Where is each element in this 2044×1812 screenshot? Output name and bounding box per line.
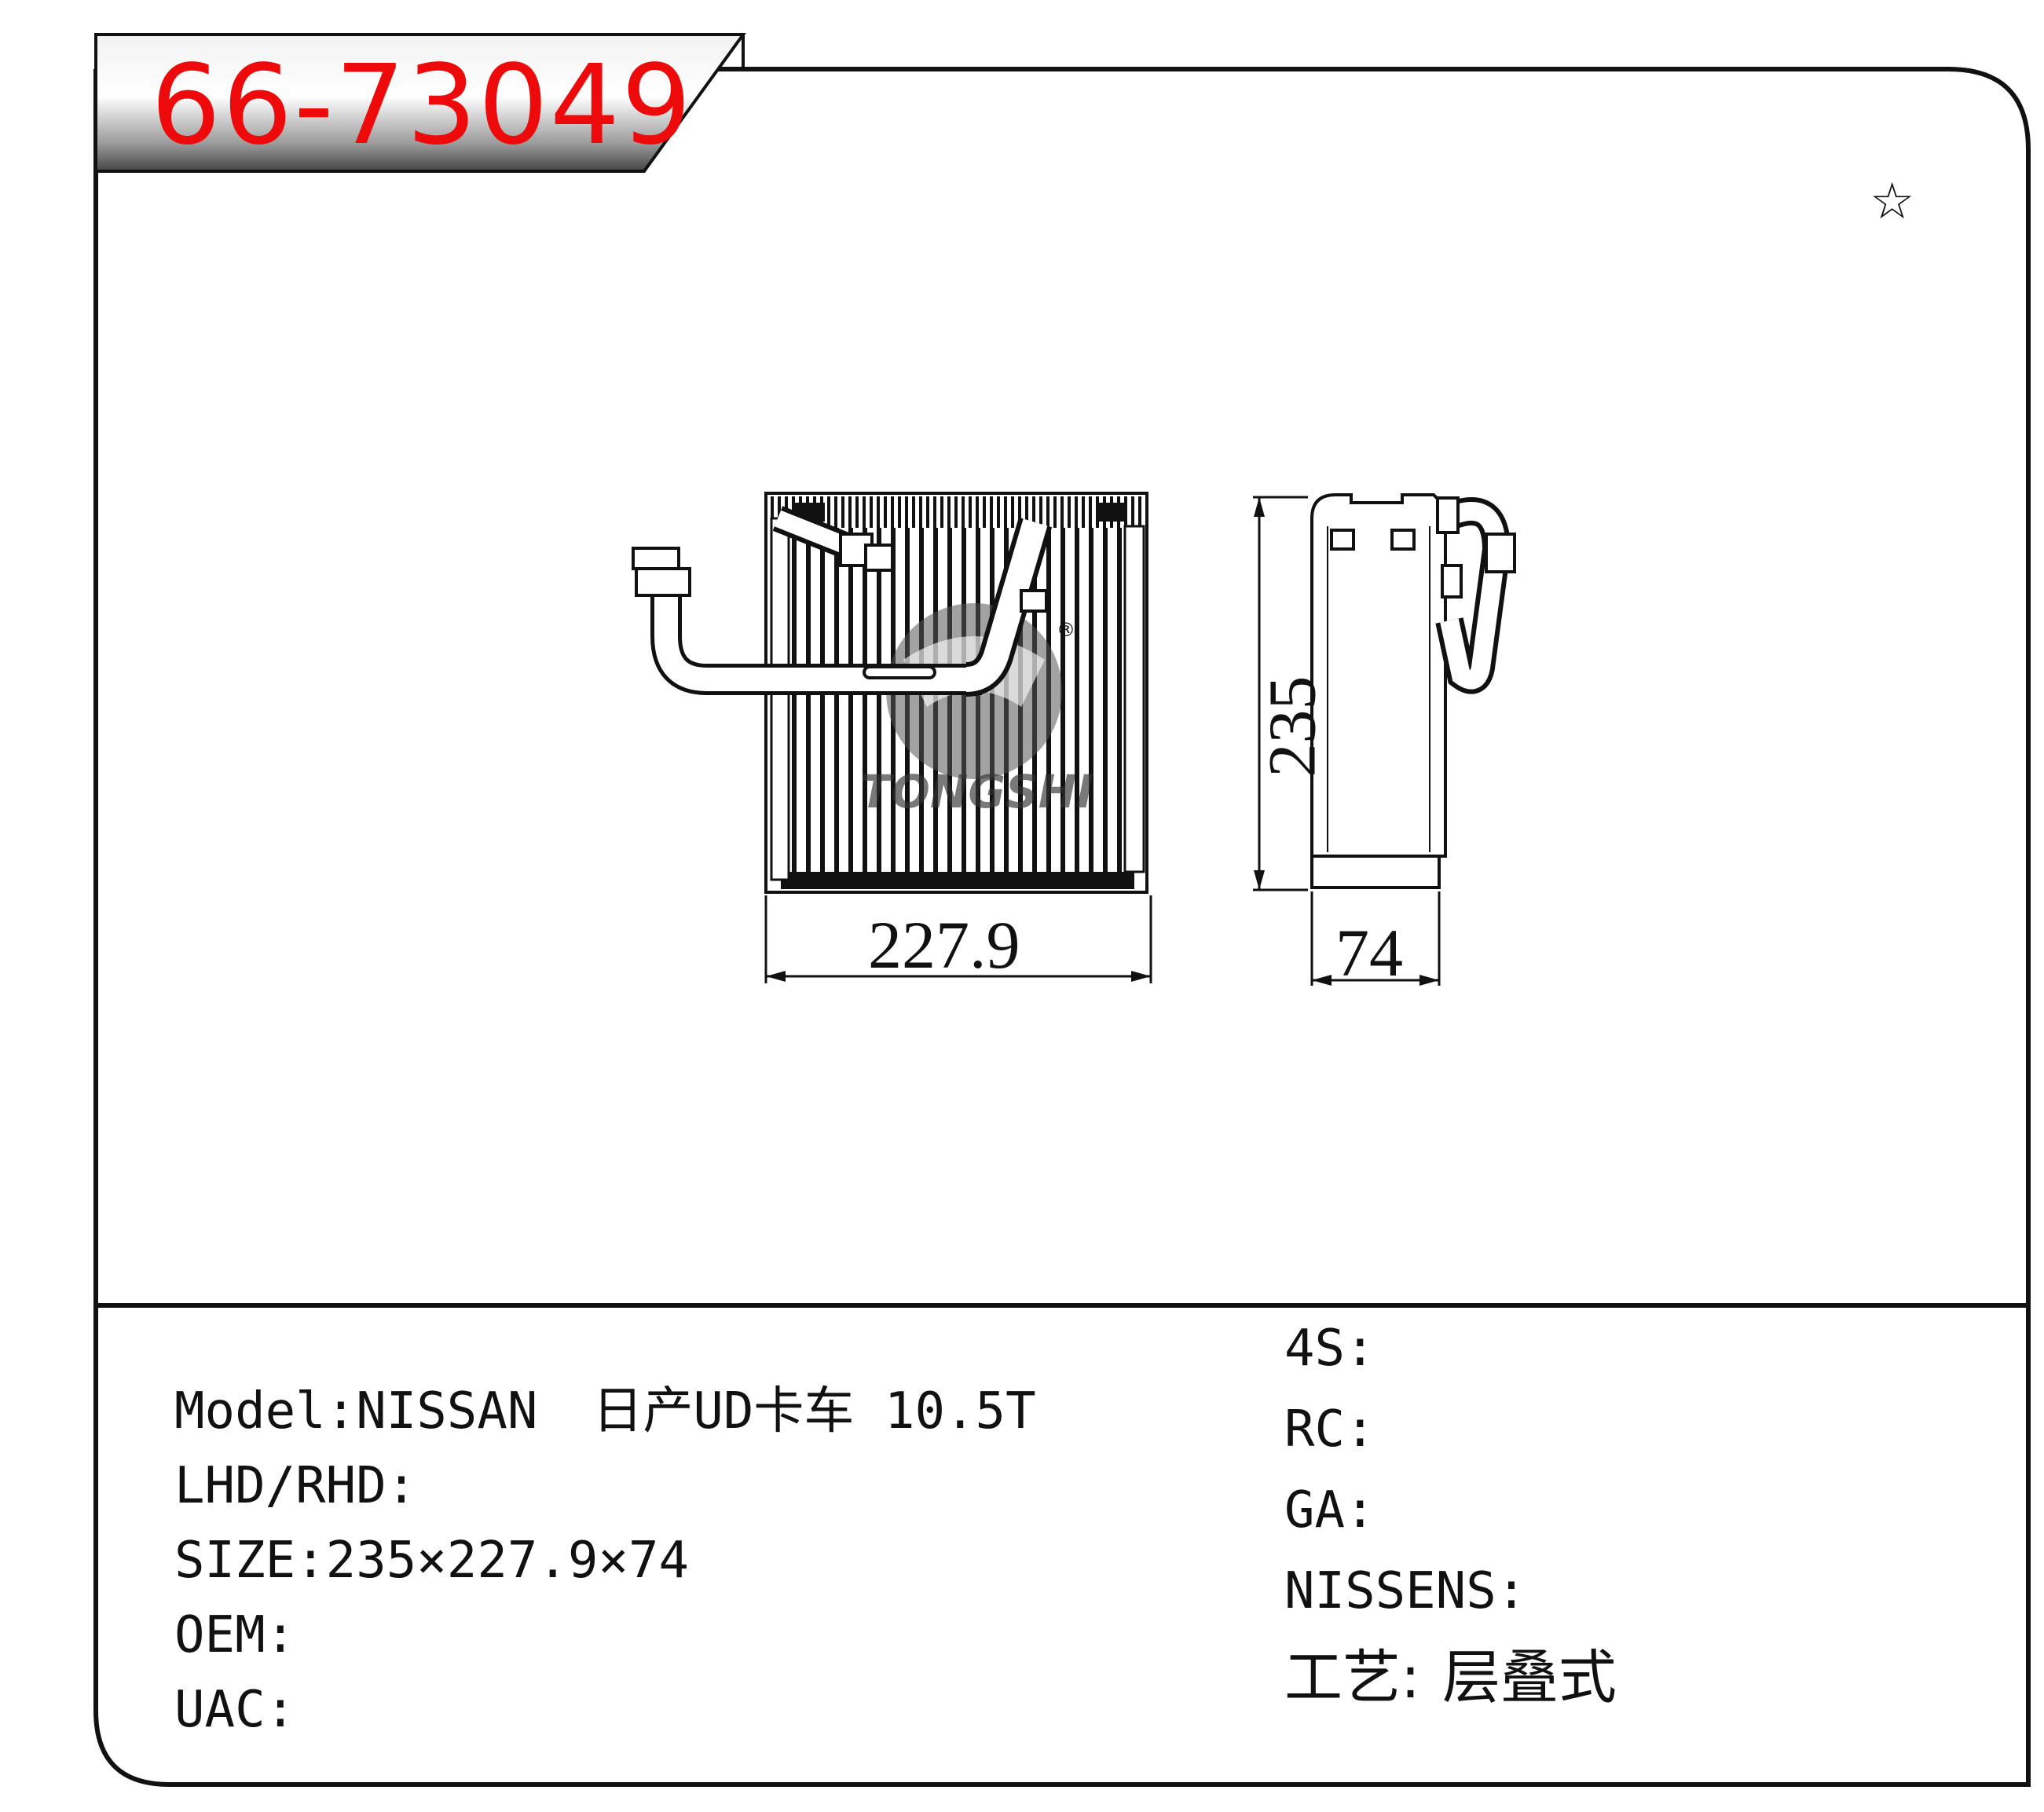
spec-rc-label: RC: xyxy=(1284,1400,1375,1459)
spec-size: SIZE:235×227.9×74 xyxy=(174,1533,689,1588)
depth-dimension xyxy=(1310,891,1441,986)
spec-hand-label: LHD/RHD: xyxy=(174,1457,417,1515)
watermark-logo-text: TONGSHI xyxy=(860,765,1093,818)
spec-model-desc: 日产UD卡车 10.5T xyxy=(592,1382,1036,1440)
spec-uac-label: UAC: xyxy=(174,1681,296,1739)
width-dimension-label: 227.9 xyxy=(868,907,1020,983)
spec-4s-label: 4S: xyxy=(1284,1320,1375,1378)
spec-uac: UAC: xyxy=(174,1682,295,1737)
part-number: 66-73049 xyxy=(151,42,694,170)
spec-model-label: Model: xyxy=(174,1382,357,1440)
title-tab xyxy=(94,33,746,173)
spec-nissens: NISSENS: xyxy=(1284,1564,1526,1619)
star-icon: ☆ xyxy=(1870,173,1915,231)
spec-oem: OEM: xyxy=(174,1608,295,1663)
height-dimension-label: 235 xyxy=(1254,675,1330,778)
depth-dimension-label: 74 xyxy=(1335,915,1403,990)
spec-craft-label: 工艺: xyxy=(1284,1644,1420,1711)
svg-text:®: ® xyxy=(1057,619,1075,641)
height-dimension xyxy=(1253,496,1308,891)
spec-ga: GA: xyxy=(1284,1483,1375,1538)
spec-size-label: SIZE: xyxy=(174,1532,326,1590)
spec-craft: 工艺: 层叠式 xyxy=(1284,1646,1617,1709)
front-view: TONGSHI ® xyxy=(632,492,1148,894)
spec-craft-value: 层叠式 xyxy=(1441,1644,1617,1711)
spec-model: Model:NISSAN 日产UD卡车 10.5T xyxy=(174,1384,1036,1439)
spec-hand: LHD/RHD: xyxy=(174,1459,416,1514)
width-dimension xyxy=(764,895,1152,983)
side-view xyxy=(1310,493,1516,889)
spec-ga-label: GA: xyxy=(1284,1481,1375,1539)
spec-nissens-label: NISSENS: xyxy=(1284,1562,1527,1620)
spec-4s: 4S: xyxy=(1284,1321,1375,1376)
spec-rc: RC: xyxy=(1284,1402,1375,1457)
spec-model-brand: NISSAN xyxy=(356,1382,538,1440)
spec-size-value: 235×227.9×74 xyxy=(325,1532,690,1590)
spec-oem-label: OEM: xyxy=(174,1606,296,1664)
